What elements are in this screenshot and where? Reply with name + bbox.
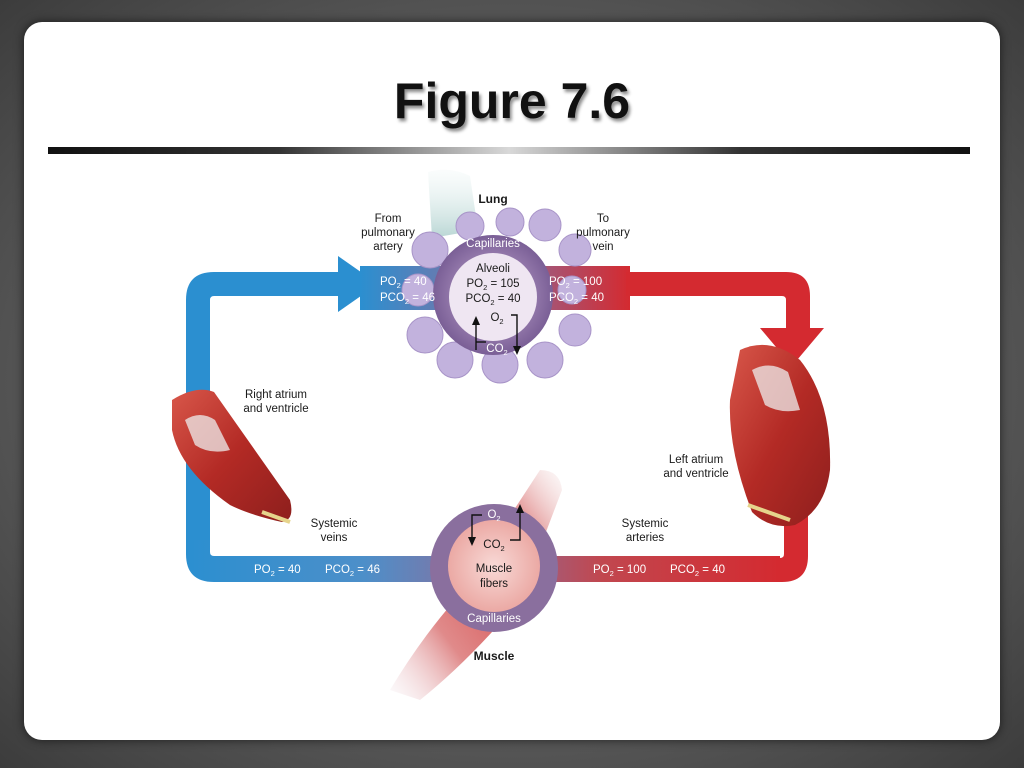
pulmonary-vein-label-line1: To	[597, 213, 609, 225]
muscle-co2-arrowhead	[516, 504, 524, 513]
systemic-veins-po2: PO2 = 40	[254, 564, 301, 578]
right-heart-illustration	[172, 389, 292, 524]
muscle-fibers-label-line2: fibers	[480, 578, 508, 590]
venous-vessel-left	[186, 272, 338, 545]
systemic-arteries-label-line2: arteries	[626, 532, 665, 544]
left-heart-illustration	[729, 344, 831, 527]
arterial-vessel-top-right	[626, 272, 810, 330]
pulmonary-vein-label-line3: vein	[592, 241, 613, 253]
pulmonary-vein-label-line2: pulmonary	[576, 227, 630, 239]
muscle-co2-label: CO2	[483, 539, 504, 553]
pulmonary-artery-label-line2: pulmonary	[361, 227, 415, 239]
title-divider	[48, 147, 970, 154]
muscle-gas-exchange-arrows	[471, 510, 521, 541]
muscle-capillaries-label: Capillaries	[467, 613, 521, 625]
alveoli-label: Alveoli	[476, 263, 510, 275]
lung-alveoli-core	[449, 253, 537, 341]
lung-illustration	[401, 169, 592, 384]
pulmonary-artery-arrow	[320, 256, 378, 312]
muscle-title: Muscle	[474, 649, 515, 663]
systemic-veins-pco2: PCO2 = 46	[325, 564, 380, 578]
muscle-illustration	[390, 470, 562, 700]
systemic-arteries-pco2: PCO2 = 40	[670, 564, 725, 578]
lung-gas-exchange-arrows	[475, 314, 518, 350]
lung-o2-label: O2	[490, 312, 503, 326]
pulmonary-vein-arrow	[760, 328, 824, 366]
muscle-fibers-label-line1: Muscle	[476, 563, 512, 575]
lung-title: Lung	[478, 192, 507, 206]
pulmonary-artery-label-line1: From	[375, 213, 402, 225]
lung-co2-arrowhead	[513, 346, 521, 355]
lung-co2-label: CO2	[486, 343, 507, 357]
systemic-arteries-label-line1: Systemic	[622, 518, 669, 530]
left-heart-label-line1: Left atrium	[669, 454, 723, 466]
pulmonary-artery-pco2: PCO2 = 46	[380, 292, 435, 306]
pulmonary-vein-po2: PO2 = 100	[549, 276, 602, 290]
systemic-veins-label-line2: veins	[321, 532, 348, 544]
lung-capillaries-label: Capillaries	[466, 238, 520, 250]
alveoli-po2: PO2 = 105	[466, 278, 519, 292]
pulmonary-vein-pco2: PCO2 = 40	[549, 292, 604, 306]
pulmonary-artery-po2: PO2 = 40	[380, 276, 427, 290]
left-heart-label-line2: and ventricle	[663, 468, 728, 480]
slide-title: Figure 7.6	[393, 73, 631, 129]
right-heart-label-line1: Right atrium	[245, 389, 307, 401]
right-heart-label-line2: and ventricle	[243, 403, 308, 415]
muscle-o2-label: O2	[487, 509, 500, 523]
alveoli-pco2: PCO2 = 40	[466, 293, 521, 307]
pulmonary-artery-label-line3: artery	[373, 241, 403, 253]
muscle-o2-arrowhead	[468, 537, 476, 546]
lung-o2-arrowhead	[472, 316, 480, 325]
systemic-veins-label-line1: Systemic	[311, 518, 358, 530]
systemic-arteries-po2: PO2 = 100	[593, 564, 646, 578]
